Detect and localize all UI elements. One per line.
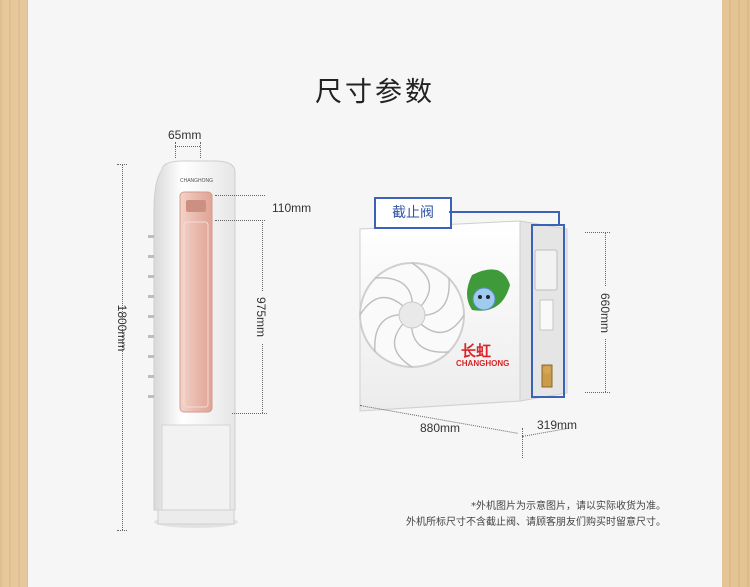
indoor-height-label: 1800mm xyxy=(115,304,129,352)
indoor-unit-illustration xyxy=(148,160,238,528)
indoor-panel-top-line-a xyxy=(215,195,265,196)
page-title: 尺寸参数 xyxy=(315,77,435,108)
indoor-panel-top-label: 110mm xyxy=(272,201,312,215)
indoor-brand-mark: CHANGHONG xyxy=(180,178,214,184)
indoor-depth-label: 65mm xyxy=(168,128,202,142)
outdoor-depth-label: 319mm xyxy=(537,418,578,432)
indoor-depth-tick-right xyxy=(200,142,201,158)
indoor-height-tick-bottom xyxy=(117,530,127,531)
outdoor-brand-cn: 长虹 xyxy=(461,343,492,360)
valve-leader-line xyxy=(449,211,559,213)
indoor-depth-line xyxy=(175,146,200,147)
outdoor-depth-tick xyxy=(522,428,523,458)
outdoor-unit-illustration xyxy=(359,220,568,412)
valve-label: 截止阀 xyxy=(374,197,452,229)
outdoor-height-tick-top xyxy=(585,232,610,233)
indoor-panel-height-tick xyxy=(232,413,267,414)
indoor-panel-height-label: 975mm xyxy=(254,291,268,343)
valve-leader-drop xyxy=(558,211,560,226)
outdoor-width-label: 880mm xyxy=(420,421,461,435)
note-line-2: 外机所标尺寸不含截止阀、请顾客朋友们购买时留意尺寸。 xyxy=(406,517,666,528)
indoor-height-line xyxy=(122,164,123,530)
outdoor-height-label: 660mm xyxy=(598,287,612,339)
outdoor-brand-en: CHANGHONG xyxy=(456,359,510,368)
note-line-1: *外机图片为示意图片，请以实际收货为准。 xyxy=(471,501,666,512)
indoor-depth-tick-left xyxy=(175,142,176,158)
outdoor-height-tick-bottom xyxy=(585,392,610,393)
indoor-height-tick-top xyxy=(117,164,127,165)
indoor-panel-top-line-b xyxy=(215,220,265,221)
